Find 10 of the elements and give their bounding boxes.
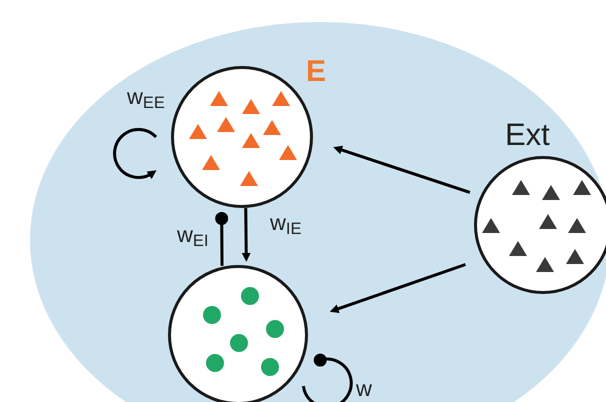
connection-arrow: [333, 146, 470, 194]
weight-label: w$_{EI}$: [177, 224, 208, 246]
population-label: Ext: [505, 119, 550, 150]
connection-arrow: [113, 128, 158, 180]
weight-label: w$_{IE}$: [270, 212, 302, 234]
weight-label: w$_{EE}$: [127, 86, 165, 108]
connection-arrow: [330, 263, 466, 314]
population-label: E: [306, 57, 326, 87]
connection-arrow: [242, 208, 251, 262]
weight-label: w: [356, 378, 372, 400]
